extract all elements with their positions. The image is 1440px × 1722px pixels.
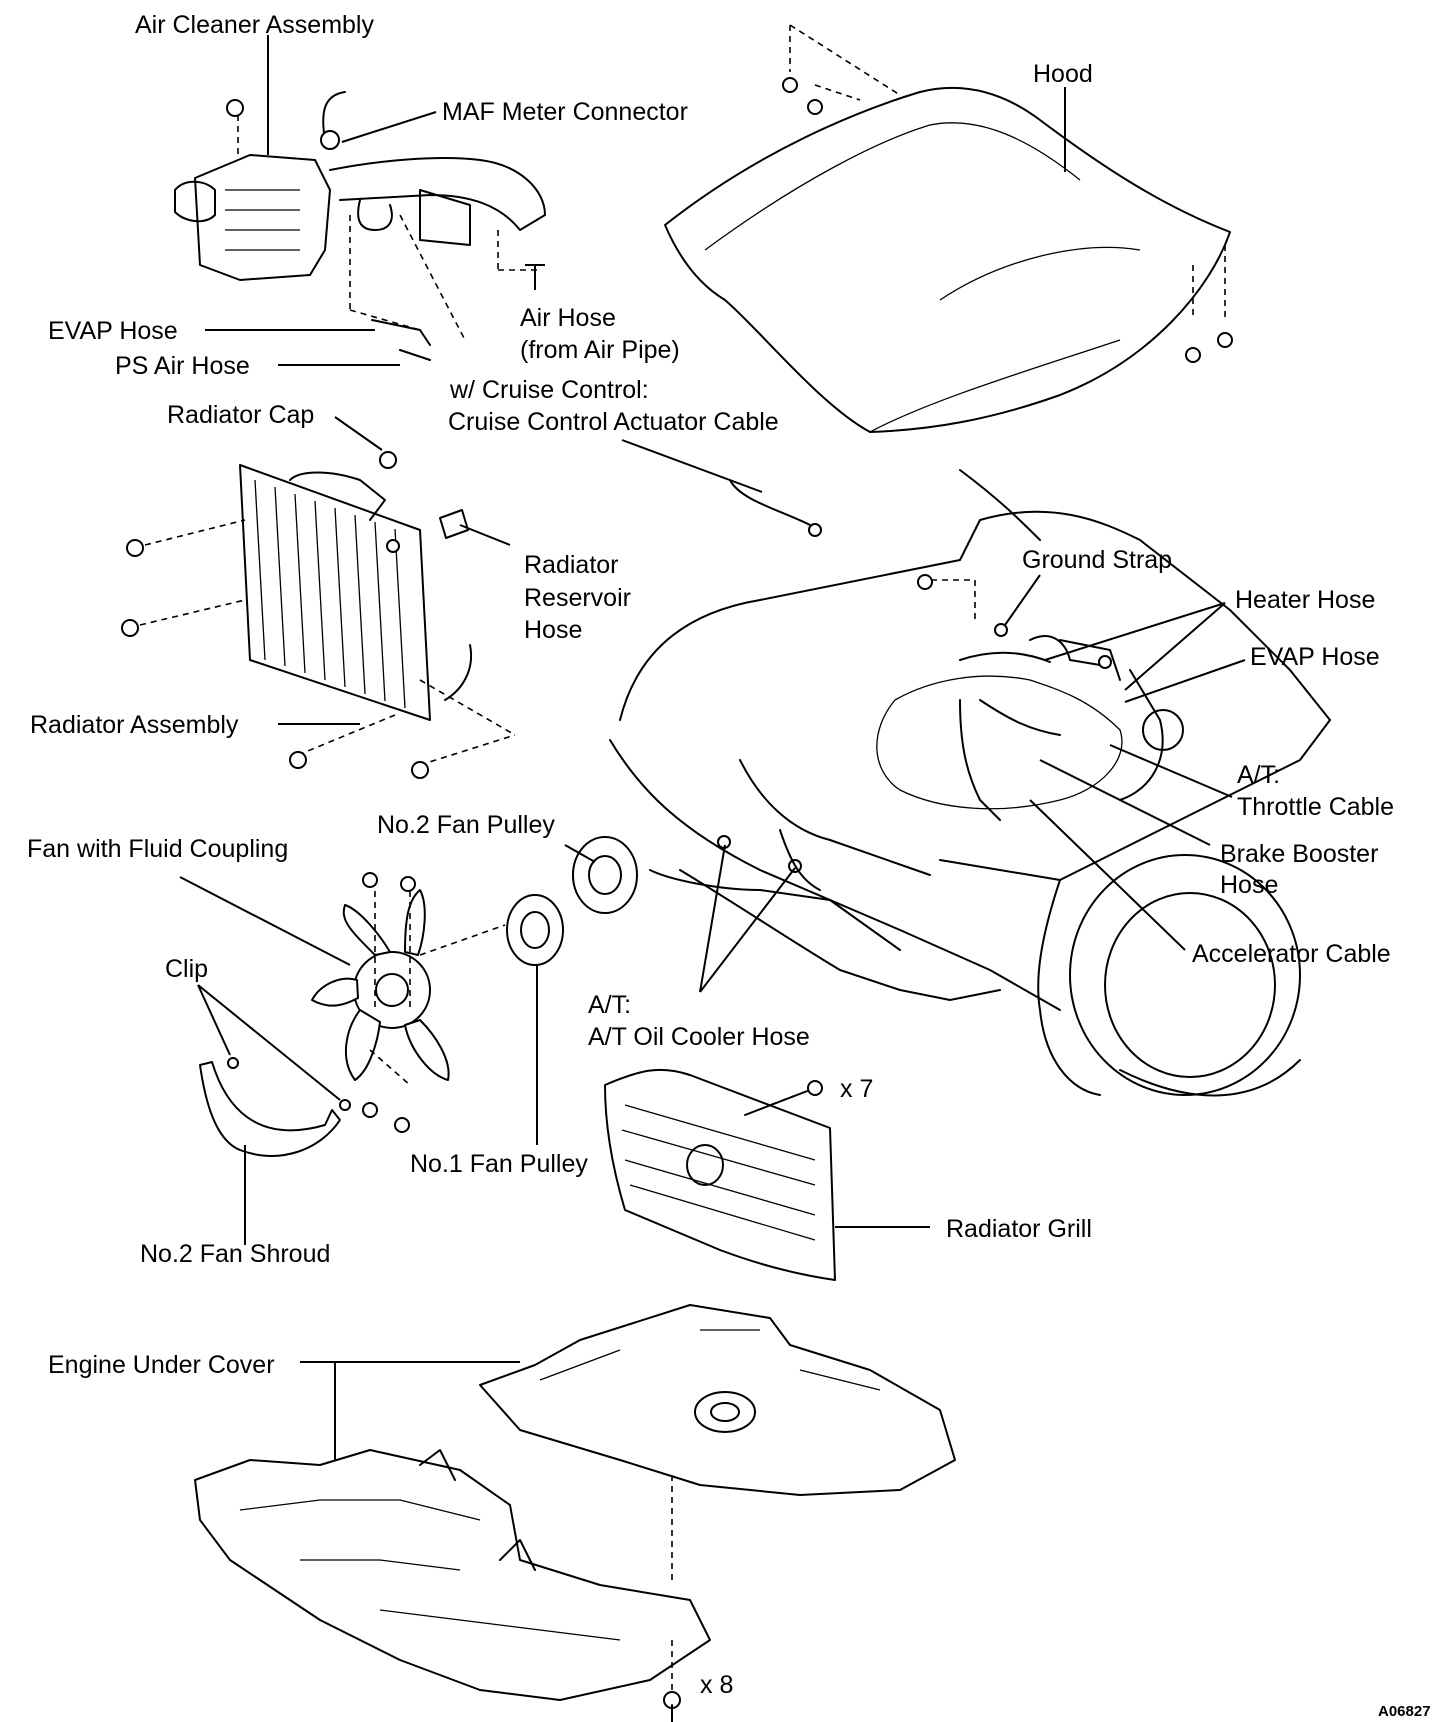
label-evap-hose-top: EVAP Hose xyxy=(48,317,178,345)
hood-part xyxy=(664,24,1233,433)
label-hood: Hood xyxy=(1033,60,1093,88)
engine-under-cover-part xyxy=(194,1304,956,1722)
cruise-cable-end-icon xyxy=(808,523,822,537)
label-radiator-reservoir-2: Reservoir xyxy=(524,584,631,612)
label-radiator-cap: Radiator Cap xyxy=(167,401,314,429)
radiator-bolt-icon xyxy=(121,539,429,779)
label-at-throttle-1: A/T: xyxy=(1237,761,1280,789)
radiator-part xyxy=(121,451,516,779)
label-x8: x 8 xyxy=(700,1671,733,1699)
label-accelerator-cable: Accelerator Cable xyxy=(1192,940,1391,968)
label-w-cruise-control: w/ Cruise Control: xyxy=(449,376,649,404)
grill-clip-icon xyxy=(807,1080,823,1096)
labels: Air Cleaner Assembly MAF Meter Connector… xyxy=(27,11,1431,1720)
label-heater-hose: Heater Hose xyxy=(1235,586,1375,614)
label-brake-booster-1: Brake Booster xyxy=(1220,840,1378,868)
label-at-oil-cooler-hose: A/T Oil Cooler Hose xyxy=(588,1023,810,1051)
label-clip: Clip xyxy=(165,955,208,983)
label-no1-fan-pulley: No.1 Fan Pulley xyxy=(410,1150,588,1178)
leader-lines xyxy=(179,35,1246,1460)
label-engine-under-cover: Engine Under Cover xyxy=(48,1351,275,1379)
label-air-hose-from-air-pipe: (from Air Pipe) xyxy=(520,336,680,364)
air-cleaner-part xyxy=(174,91,546,361)
label-no2-fan-shroud: No.2 Fan Shroud xyxy=(140,1240,330,1268)
fan-pulley-2-part xyxy=(572,836,638,914)
hood-bolt-icon xyxy=(782,77,1233,363)
clip-icon xyxy=(227,1057,239,1069)
label-ground-strap: Ground Strap xyxy=(1022,546,1172,574)
diagram-code: A06827 xyxy=(1378,1703,1431,1720)
fan-pulley-1-part xyxy=(506,894,564,966)
label-maf-meter-connector: MAF Meter Connector xyxy=(442,98,688,126)
ground-strap-bolt-icon xyxy=(917,574,933,590)
label-radiator-grill: Radiator Grill xyxy=(946,1215,1092,1243)
maf-connector-icon xyxy=(320,130,340,150)
label-at-throttle-2: Throttle Cable xyxy=(1237,793,1394,821)
label-no2-fan-pulley: No.2 Fan Pulley xyxy=(377,811,555,839)
label-radiator-reservoir-3: Hose xyxy=(524,616,582,644)
vehicle-body-part xyxy=(609,469,1331,1097)
label-radiator-assembly: Radiator Assembly xyxy=(30,711,239,739)
label-air-hose: Air Hose xyxy=(520,304,616,332)
label-air-cleaner-assembly: Air Cleaner Assembly xyxy=(135,11,374,39)
label-ps-air-hose: PS Air Hose xyxy=(115,352,250,380)
label-at-oil-1: A/T: xyxy=(588,991,631,1019)
label-brake-booster-2: Hose xyxy=(1220,871,1278,899)
bolt-icon xyxy=(226,99,244,117)
radiator-grill-part xyxy=(604,1068,836,1281)
fan-part xyxy=(311,872,506,1133)
label-cruise-control-actuator-cable: Cruise Control Actuator Cable xyxy=(448,408,779,436)
fan-shroud-part xyxy=(199,1057,351,1157)
label-x7: x 7 xyxy=(840,1075,873,1103)
label-fan-with-fluid-coupling: Fan with Fluid Coupling xyxy=(27,835,288,863)
label-evap-hose-right: EVAP Hose xyxy=(1250,643,1380,671)
label-radiator-reservoir-1: Radiator xyxy=(524,551,619,579)
radiator-cap-icon xyxy=(379,451,397,469)
